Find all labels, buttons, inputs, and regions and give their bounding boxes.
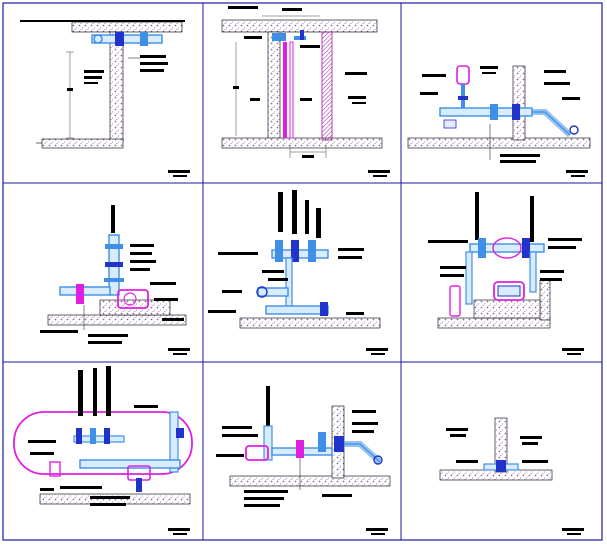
- sheet-frame: [2, 2, 603, 541]
- panel-6-pump-set-detail: [428, 192, 584, 355]
- panel-5-manifold-detail: [208, 190, 388, 355]
- panel-1-wall-pipe-section: [20, 20, 190, 177]
- panel-8-pump-wall-detail: [216, 386, 391, 535]
- panel-4-pump-riser: [40, 205, 190, 355]
- panel-3-air-valve-detail: [407, 65, 591, 177]
- panel-7-tank-manifold-detail: [13, 366, 193, 535]
- panel-2-tank-wall-section: [221, 6, 390, 177]
- panel-9-wall-penetration-detail: [439, 417, 584, 535]
